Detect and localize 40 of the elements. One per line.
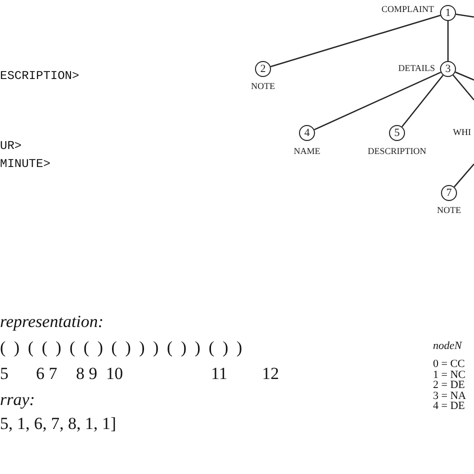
position-number: 12	[262, 364, 279, 384]
tree-edge	[454, 164, 474, 188]
code-text: ESCRIPTION>	[0, 69, 80, 83]
node-circle: 7	[441, 185, 457, 201]
position-number: 5	[0, 364, 8, 384]
node-circle: 1	[440, 5, 456, 21]
node-label: NOTE	[251, 81, 275, 91]
position-number: 10	[106, 364, 123, 384]
section-heading: rray:	[0, 390, 35, 410]
legend-entry: 4 = DE	[433, 400, 465, 412]
array-text: 5, 1, 6, 7, 8, 1, 1]	[0, 414, 116, 434]
node-label: COMPLAINT	[381, 4, 434, 14]
tree-edge	[401, 74, 444, 128]
tree-edge	[456, 14, 474, 18]
position-number: 8 9	[76, 364, 98, 384]
node-label: WHI	[453, 127, 471, 137]
code-text: MINUTE>	[0, 157, 50, 171]
code-text: UR>	[0, 139, 22, 153]
node-label: NAME	[294, 146, 320, 156]
node-label: DESCRIPTION	[368, 146, 426, 156]
tree-edge	[270, 14, 441, 68]
parenthesis-sequence: ( ) ( ( ) ( ( ) ( ) ) ) ( ) ) ( ) )	[0, 338, 242, 358]
tree-edge	[452, 74, 474, 100]
legend-heading: nodeN	[433, 340, 462, 352]
tree-edge	[447, 21, 449, 61]
node-circle: 4	[299, 125, 315, 141]
legend-entry: 1 = NC	[433, 368, 466, 380]
node-label: DETAILS	[398, 63, 435, 73]
tree-edge	[455, 72, 474, 81]
section-heading: representation:	[0, 312, 104, 332]
position-number: 6 7	[36, 364, 58, 384]
node-circle: 2	[255, 61, 271, 77]
node-circle: 5	[389, 125, 405, 141]
tree-edge	[314, 72, 441, 130]
legend-entry: 0 = CC	[433, 358, 465, 370]
legend-entry: 3 = NA	[433, 390, 466, 402]
legend-entry: 2 = DE	[433, 379, 465, 391]
node-circle: 3	[440, 61, 456, 77]
position-number: 11	[211, 364, 228, 384]
node-label: NOTE	[437, 205, 461, 215]
